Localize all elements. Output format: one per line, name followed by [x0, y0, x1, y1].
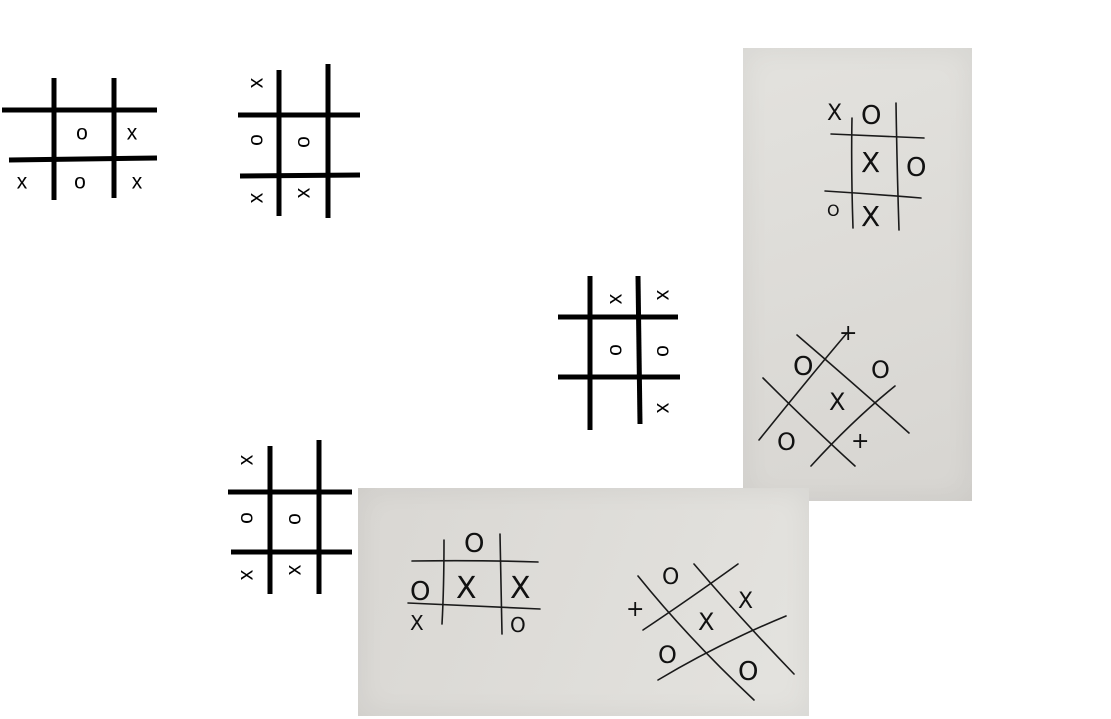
board-4-grid: [228, 440, 352, 594]
board-4-mark: x: [282, 564, 306, 576]
board-1-mark: x: [16, 170, 28, 194]
board-3-mark: o: [603, 344, 627, 356]
vertical-bottom-mark: X: [829, 388, 845, 416]
tic-tac-toe-board-3: x x o o x: [556, 274, 686, 434]
board-4-mark: o: [234, 512, 258, 524]
vertical-top-mark: X: [861, 146, 880, 179]
vertical-top-mark: O: [827, 201, 840, 220]
paper-photo-horizontal: O O X X X O O + X X O O: [358, 488, 809, 716]
board-1-mark: o: [76, 121, 88, 145]
board-2-mark: o: [291, 136, 315, 148]
horizontal-left-mark: X: [456, 571, 477, 606]
tic-tac-toe-board-1: o x x o x: [0, 76, 160, 206]
horizontal-left-mark: O: [510, 613, 526, 637]
board-3-mark: x: [650, 402, 674, 414]
board-3-mark: x: [603, 293, 627, 305]
vertical-top-mark: X: [861, 200, 880, 233]
horizontal-right-mark: O: [662, 565, 679, 590]
board-2-grid: [238, 64, 361, 218]
board-1-mark: o: [74, 170, 86, 194]
board-1-mark: x: [131, 170, 143, 194]
paper-photo-vertical: X O X O O X + O O X O +: [743, 48, 972, 501]
horizontal-right-mark: +: [626, 597, 644, 622]
board-3-mark: o: [650, 345, 674, 357]
horizontal-left-mark: X: [510, 571, 531, 606]
horizontal-left-mark: O: [464, 529, 484, 559]
horizontal-right-mark: O: [658, 641, 677, 669]
tic-tac-toe-board-2: x o o x x: [236, 62, 366, 222]
vertical-top-mark: O: [906, 153, 926, 183]
vertical-bottom-mark: +: [851, 429, 869, 454]
horizontal-right-mark: O: [738, 657, 758, 687]
board-4-mark: x: [234, 569, 258, 581]
board-4-mark: x: [234, 454, 258, 466]
board-2-mark: x: [244, 192, 268, 204]
board-2-mark: o: [244, 134, 268, 146]
board-3-mark: x: [650, 289, 674, 301]
board-1-mark: x: [126, 121, 138, 145]
board-1-grid: [2, 78, 158, 200]
board-2-mark: x: [244, 77, 268, 89]
board-2-mark: x: [291, 187, 315, 199]
horizontal-left-mark: X: [410, 611, 424, 635]
vertical-bottom-mark: +: [839, 321, 857, 346]
board-3-grid: [558, 275, 680, 430]
horizontal-left-mark: O: [410, 577, 430, 607]
vertical-bottom-mark: O: [871, 356, 890, 384]
horizontal-right-mark: X: [698, 608, 714, 636]
vertical-top-mark: O: [861, 101, 881, 131]
tic-tac-toe-board-4: x o o x x: [226, 438, 356, 598]
handdrawn-boards-horizontal: O O X X X O O + X X O O: [407, 529, 795, 701]
vertical-top-mark: X: [827, 101, 842, 126]
horizontal-right-mark: X: [738, 589, 753, 614]
board-4-mark: o: [282, 513, 306, 525]
vertical-bottom-mark: O: [793, 352, 813, 382]
handdrawn-boards-vertical: X O X O O X + O O X O +: [758, 101, 926, 467]
vertical-bottom-mark: O: [777, 428, 796, 456]
